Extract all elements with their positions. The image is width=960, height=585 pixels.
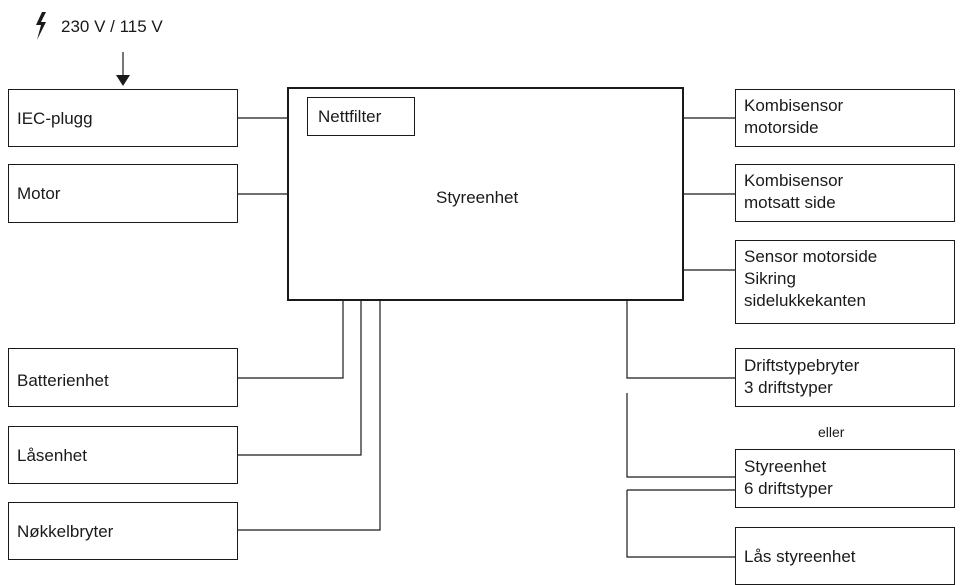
power-label: 230 V / 115 V (61, 17, 163, 36)
power-arrow-head (116, 75, 130, 86)
sensor-motor-box: Sensor motorside Sikring sidelukkekanten (735, 240, 955, 324)
combi-sensor-motor-label: Kombisensor motorside (744, 96, 844, 137)
lock-control-label: Lås styreenhet (744, 547, 856, 566)
sensor-motor-label: Sensor motorside Sikring sidelukkekanten (744, 247, 878, 310)
motor-label: Motor (17, 184, 61, 203)
control-unit-label: Styreenhet 6 driftstyper (744, 457, 833, 498)
key-switch-label: Nøkkelbryter (17, 522, 114, 541)
lock-control-line (626, 490, 736, 558)
or-label: eller (818, 424, 845, 440)
combi-sensor-opposite-label: Kombisensor motsatt side (744, 171, 844, 212)
key-line (237, 300, 381, 531)
battery-box: Batterienhet (8, 348, 238, 407)
lock-control-box: Lås styreenhet (735, 527, 955, 585)
battery-label: Batterienhet (17, 371, 109, 390)
battery-line (237, 300, 344, 379)
key-switch-box: Nøkkelbryter (8, 502, 238, 560)
lock-unit-label: Låsenhet (17, 446, 87, 465)
iec-plug-label: IEC-plugg (17, 109, 93, 128)
mode-switch-label: Driftstypebryter 3 driftstyper (744, 356, 860, 397)
control-unit-box: Styreenhet 6 driftstyper (735, 449, 955, 508)
lock-unit-box: Låsenhet (8, 426, 238, 484)
motor-box: Motor (8, 164, 238, 223)
control-unit-line (626, 393, 736, 478)
central-unit-box: Styreenhet (287, 87, 684, 301)
lock-line (237, 300, 362, 456)
mode-switch-box: Driftstypebryter 3 driftstyper (735, 348, 955, 407)
combi-sensor-opposite-box: Kombisensor motsatt side (735, 164, 955, 222)
iec-plug-box: IEC-plugg (8, 89, 238, 147)
lightning-icon (36, 12, 46, 40)
combi-sensor-motor-box: Kombisensor motorside (735, 89, 955, 147)
net-filter-box: Nettfilter (307, 97, 415, 136)
central-unit-label: Styreenhet (436, 188, 519, 207)
mode-switch-line (626, 300, 736, 379)
net-filter-label: Nettfilter (318, 107, 382, 126)
